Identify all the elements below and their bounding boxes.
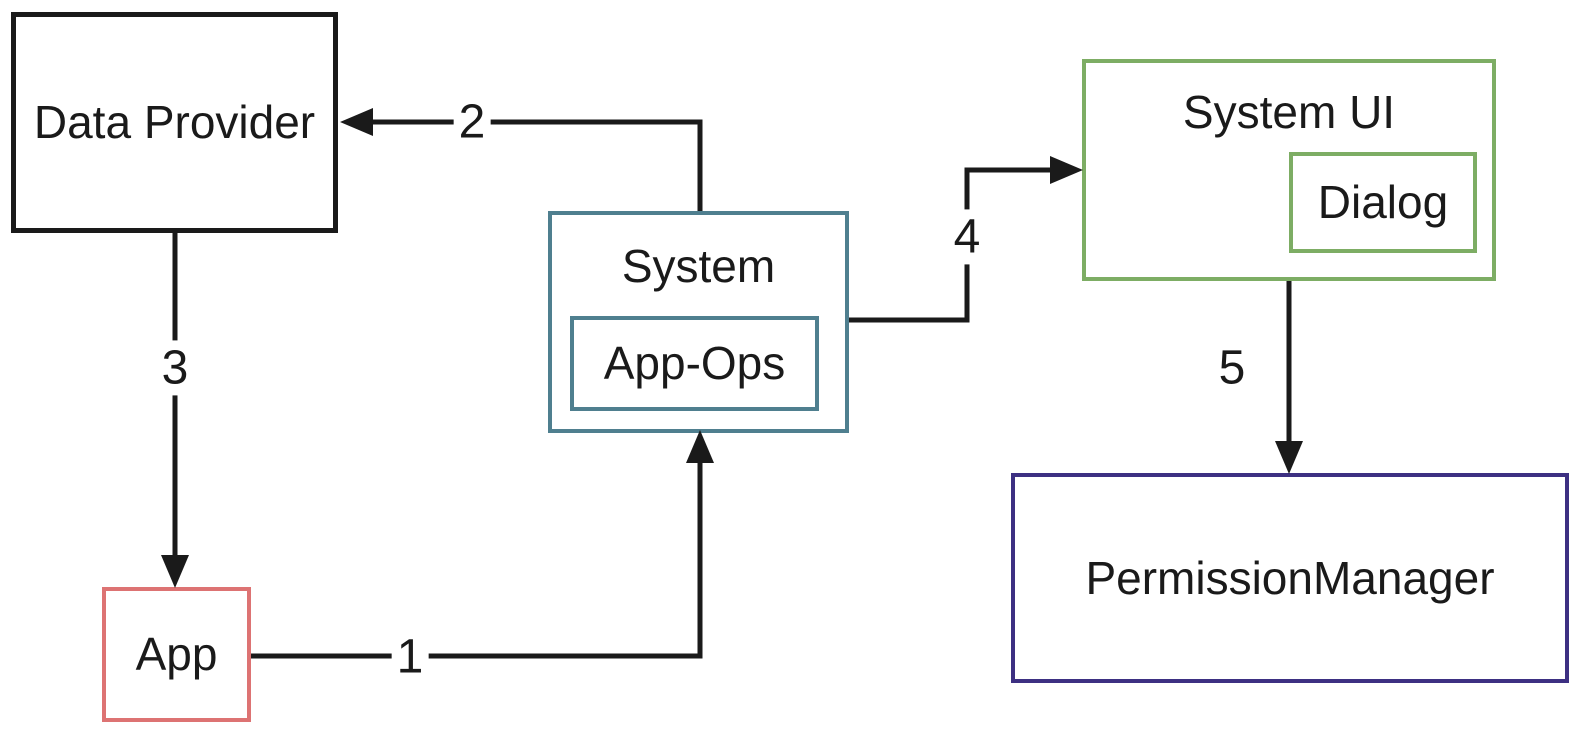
edge-2-line xyxy=(370,119,703,211)
edge-label-3: 3 xyxy=(156,340,194,396)
node-dialog-label: Dialog xyxy=(1317,176,1449,229)
node-app-ops: App-Ops xyxy=(570,316,819,411)
edge-label-5: 5 xyxy=(1213,340,1251,396)
edge-1-arrowhead-icon xyxy=(686,430,714,463)
node-system-label: System xyxy=(621,240,776,292)
node-system-ui-label: System UI xyxy=(1182,86,1396,138)
edge-2-arrowhead-icon xyxy=(340,108,373,136)
node-app: App xyxy=(102,587,251,722)
edge-4-arrowhead-icon xyxy=(1050,156,1083,184)
node-system-ui: System UI Dialog xyxy=(1082,59,1496,281)
node-permission-manager: PermissionManager xyxy=(1011,473,1569,683)
node-data-provider: Data Provider xyxy=(11,12,338,233)
node-dialog: Dialog xyxy=(1289,152,1477,253)
edge-label-4: 4 xyxy=(948,209,986,265)
edge-3-arrowhead-icon xyxy=(161,555,189,588)
edge-5-arrowhead-icon xyxy=(1275,441,1303,474)
node-permission-manager-label: PermissionManager xyxy=(1085,551,1495,604)
node-system: System App-Ops xyxy=(548,211,849,433)
edge-1-line xyxy=(251,459,703,659)
edge-label-1: 1 xyxy=(391,629,429,685)
node-app-label: App xyxy=(135,628,218,681)
node-data-provider-label: Data Provider xyxy=(33,96,316,149)
node-app-ops-label: App-Ops xyxy=(603,337,786,390)
edge-label-2: 2 xyxy=(453,94,491,150)
